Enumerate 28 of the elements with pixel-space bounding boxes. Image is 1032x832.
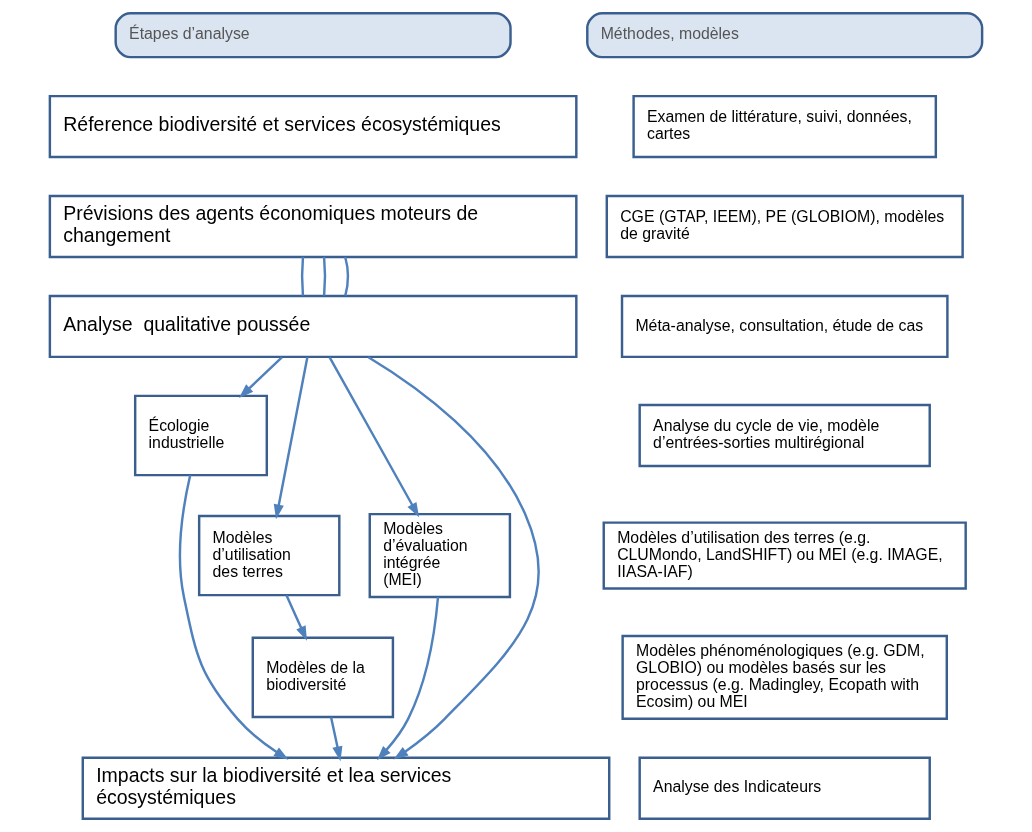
arrow <box>285 594 307 641</box>
node-box: Analyse qualitative poussée <box>48 294 578 359</box>
arrow <box>376 596 440 761</box>
connector <box>300 256 305 296</box>
arrow <box>328 356 420 518</box>
node-box: Analyse du cycle de vie, modèle d’entrées-sorties multirégional <box>638 403 931 468</box>
node-box: Examen de littérature, suivi, données, cartes <box>632 94 938 159</box>
arrow <box>178 475 289 760</box>
node-box: Modèles d’utilisation des terres (e.g. CLUMondo, LandSHIFT) ou MEI (e.g. IMAGE, IIASA-IAF) <box>602 521 967 590</box>
arrow <box>367 356 540 760</box>
node-box: Prévisions des agents économiques moteurs de changement <box>48 194 578 259</box>
node-box: Modèles d’évaluation intégrée (MEI) <box>368 512 512 599</box>
node-box: Modèles phénoménologiques (e.g. GDM, GLOBIO) ou modèles basés sur les processus (e.g. Madingley, Ecopath with Ecosim) ou MEI <box>621 634 948 721</box>
connector <box>322 256 327 296</box>
connector <box>344 256 350 296</box>
node-box: Modèles d’utilisation des terres <box>197 514 341 597</box>
arrow <box>239 356 283 399</box>
node-box: Écologie industrielle <box>133 394 268 477</box>
node-box: Étapes d’analyse <box>114 12 512 59</box>
node-box: CGE (GTAP, IEEM), PE (GLOBIOM), modèles de gravité <box>605 194 964 259</box>
node-box: Méthodes, modèles <box>586 12 984 59</box>
arrow <box>329 716 343 762</box>
node-box: Réference biodiversité et services écosystémiques <box>48 94 578 159</box>
node-box: Méta-analyse, consultation, étude de cas <box>620 294 949 359</box>
node-box: Analyse des Indicateurs <box>638 756 931 820</box>
node-box: Impacts sur la biodiversité et lea services écosystémiques <box>81 756 611 820</box>
node-box: Modèles de la biodiversité <box>251 636 395 719</box>
arrow <box>273 357 309 520</box>
